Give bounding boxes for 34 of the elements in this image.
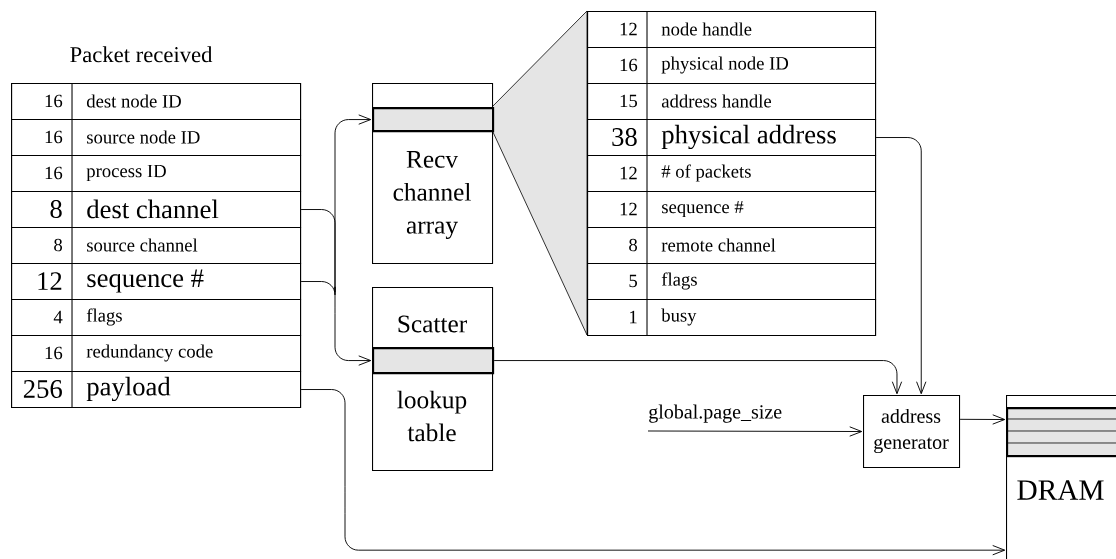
entry-bar xyxy=(372,107,495,133)
signal-label: global.page_size xyxy=(649,404,782,423)
entry-bar xyxy=(1005,407,1116,458)
table-row: 16 process ID xyxy=(11,154,302,193)
table-row: 38 physical address xyxy=(587,118,877,157)
table-row: 5 flags xyxy=(587,262,877,301)
arrow xyxy=(300,389,1006,556)
table-row: 8 remote channel xyxy=(587,226,877,265)
arrow xyxy=(959,414,1006,425)
table-row: 4 flags xyxy=(11,298,302,337)
arrow xyxy=(300,281,372,366)
table-row: 12 node handle xyxy=(587,10,877,49)
table-row: 12 sequence # xyxy=(587,190,877,229)
table-box: Scatter lookup table xyxy=(372,287,494,472)
table-row: 16 physical node ID xyxy=(587,46,877,85)
table-row: 8 source channel xyxy=(11,226,302,265)
table-row: 256 payload xyxy=(11,370,302,409)
arrow xyxy=(647,426,863,437)
memory-box: DRAM xyxy=(1006,395,1116,559)
table-row: 16 source node ID xyxy=(11,118,302,157)
process-box: address generator xyxy=(863,395,961,469)
table-row: 15 address handle xyxy=(587,82,877,121)
arrow xyxy=(493,360,903,395)
zoom-projection xyxy=(491,10,588,336)
table-row: 1 busy xyxy=(587,298,877,337)
table-row: 16 dest node ID xyxy=(11,82,302,121)
entry-bar xyxy=(372,347,495,375)
table-box: Recv channel array xyxy=(372,83,494,265)
node-label: Packet received xyxy=(70,46,213,63)
table-row: 16 redundancy code xyxy=(11,334,302,373)
table-row: 12 # of packets xyxy=(587,154,877,193)
table-row: 8 dest channel xyxy=(11,190,302,229)
table-row: 12 sequence # xyxy=(11,262,302,301)
arrow xyxy=(875,137,927,395)
